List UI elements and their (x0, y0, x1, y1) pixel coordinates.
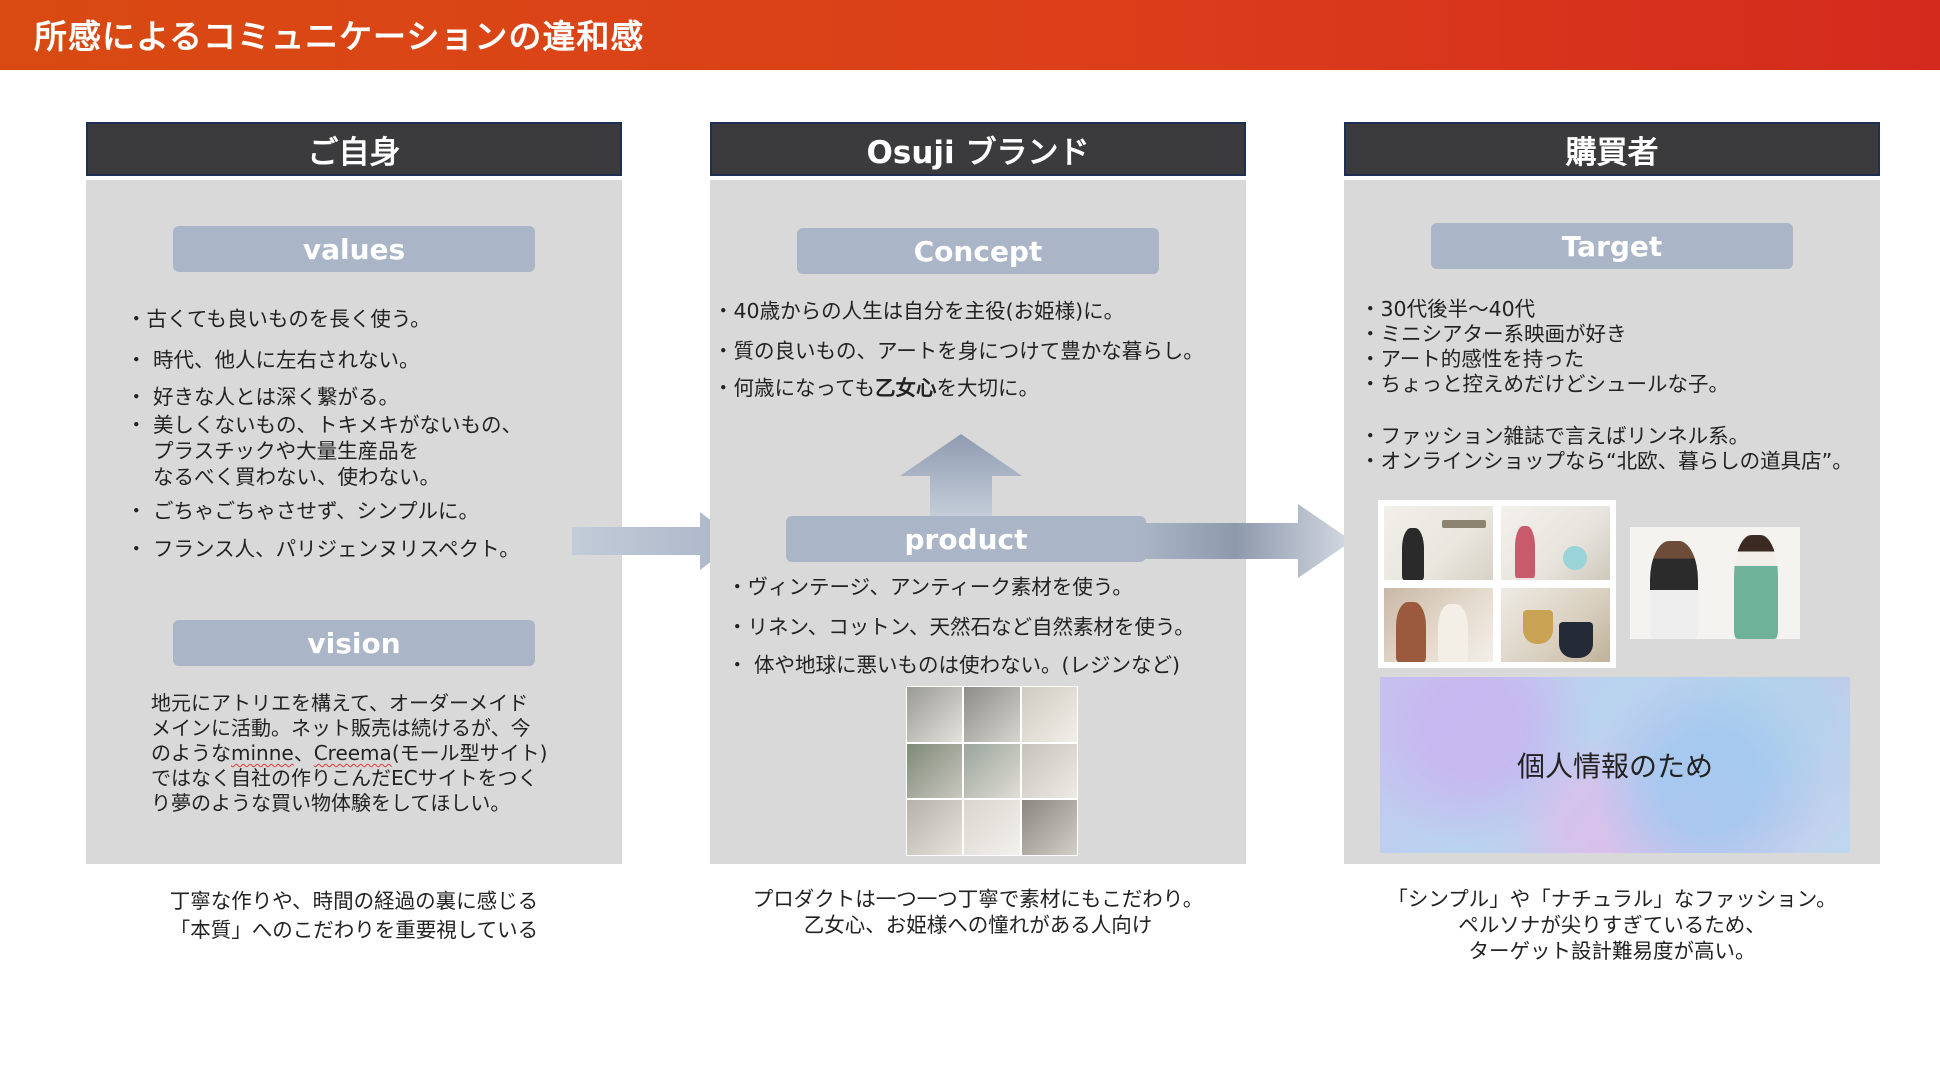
product-photo (1022, 687, 1077, 742)
product-photo (1022, 800, 1077, 855)
caption-line: 乙女心、お姫様への憧れがある人向け (710, 912, 1246, 938)
concept-label: Concept (797, 228, 1159, 274)
caption-line: ターゲット設計難易度が高い。 (1344, 938, 1880, 964)
buyer-header: 購買者 (1344, 122, 1880, 176)
target-label: Target (1431, 223, 1793, 269)
concept-item: ・質の良いもの、アートを身につけて豊かな暮らし。 (713, 338, 1204, 364)
fashion-photo (1501, 588, 1610, 662)
arrow-right-icon (1140, 504, 1352, 578)
concept-emphasis: 乙女心 (875, 376, 937, 400)
product-item: ・ 体や地球に悪いものは使わない。(レジンなど) (727, 652, 1180, 678)
target-item: ・ファッション雑誌で言えばリンネル系。 (1360, 423, 1749, 449)
vision-mall: (モール型サイト) (392, 741, 548, 765)
arrow-up-icon (900, 434, 1022, 520)
vision-line-text: のような (151, 741, 231, 765)
model-photo (1630, 527, 1800, 639)
target-item: ・ミニシアター系映画が好き (1360, 321, 1627, 347)
vision-line: 地元にアトリエを構えて、オーダーメイド (151, 691, 528, 716)
privacy-text: 個人情報のため (1517, 745, 1713, 785)
product-photo (907, 800, 962, 855)
concept-text: ・何歳になっても (713, 376, 875, 400)
product-photo (1022, 744, 1077, 799)
target-item: ・30代後半～40代 (1360, 296, 1535, 322)
caption-line: 丁寧な作りや、時間の経過の裏に感じる (86, 888, 622, 914)
target-item: ・アート的感性を持った (1360, 346, 1584, 372)
vision-line: り夢のような買い物体験をしてほしい。 (151, 791, 510, 816)
product-label: product (786, 516, 1146, 562)
vision-line: メインに活動。ネット販売は続けるが、今 (151, 716, 531, 741)
target-item: ・ちょっと控えめだけどシュールな子。 (1360, 371, 1729, 397)
vision-line-3: のようなminne、Creema(モール型サイト) (151, 741, 547, 766)
product-photo-grid (906, 686, 1078, 856)
product-photo (964, 744, 1019, 799)
values-item: ・ ごちゃごちゃさせず、シンプルに。 (126, 498, 479, 524)
vision-minne: minne (231, 741, 294, 765)
caption-line: ペルソナが尖りすぎているため、 (1344, 912, 1880, 938)
values-item: ・ 美しくないもの、トキメキがないもの、 (126, 412, 522, 438)
values-item: ・ 時代、他人に左右されない。 (126, 347, 420, 373)
self-caption: 丁寧な作りや、時間の経過の裏に感じる 「本質」へのこだわりを重要視している (86, 888, 622, 943)
caption-line: プロダクトは一つ一つ丁寧で素材にもこだわり。 (710, 886, 1246, 912)
self-header: ご自身 (86, 122, 622, 176)
vision-creema: Creema (314, 741, 392, 765)
product-photo (907, 687, 962, 742)
vision-label: vision (173, 620, 535, 666)
vision-line: ではなく自社の作りこんだECサイトをつく (151, 766, 538, 791)
title-bar: 所感によるコミュニケーションの違和感 (0, 0, 1940, 70)
product-photo (907, 744, 962, 799)
fashion-photo-grid (1378, 500, 1616, 668)
values-item: ・古くても良いものを長く使う。 (126, 306, 431, 332)
values-item: ・ 好きな人とは深く繋がる。 (126, 384, 399, 410)
vision-sep: 、 (294, 741, 314, 765)
caption-line: 「本質」へのこだわりを重要視している (86, 917, 622, 943)
concept-item-3: ・何歳になっても乙女心を大切に。 (713, 375, 1039, 401)
page-title: 所感によるコミュニケーションの違和感 (34, 10, 644, 58)
target-item: ・オンラインショップなら“北欧、暮らしの道具店”。 (1360, 448, 1853, 474)
buyer-caption: 「シンプル」や「ナチュラル」なファッション。 ペルソナが尖りすぎているため、 タ… (1344, 886, 1880, 964)
values-item: なるべく買わない、使わない。 (126, 464, 440, 490)
fashion-photo (1501, 506, 1610, 580)
brand-caption: プロダクトは一つ一つ丁寧で素材にもこだわり。 乙女心、お姫様への憧れがある人向け (710, 886, 1246, 938)
values-item: プラスチックや大量生産品を (126, 438, 419, 464)
product-item: ・リネン、コットン、天然石など自然素材を使う。 (727, 614, 1195, 640)
values-item: ・ フランス人、パリジェンヌリスペクト。 (126, 536, 520, 562)
caption-line: 「シンプル」や「ナチュラル」なファッション。 (1344, 886, 1880, 912)
values-label: values (173, 226, 535, 272)
product-photo (964, 687, 1019, 742)
fashion-photo (1384, 588, 1493, 662)
concept-item: ・40歳からの人生は自分を主役(お姫様)に。 (713, 298, 1124, 324)
fashion-photo (1384, 506, 1493, 580)
product-item: ・ヴィンテージ、アンティーク素材を使う。 (727, 574, 1133, 600)
brand-header: Osuji ブランド (710, 122, 1246, 176)
product-photo (964, 800, 1019, 855)
privacy-mask: 個人情報のため (1380, 677, 1850, 853)
concept-text: を大切に。 (936, 376, 1039, 400)
